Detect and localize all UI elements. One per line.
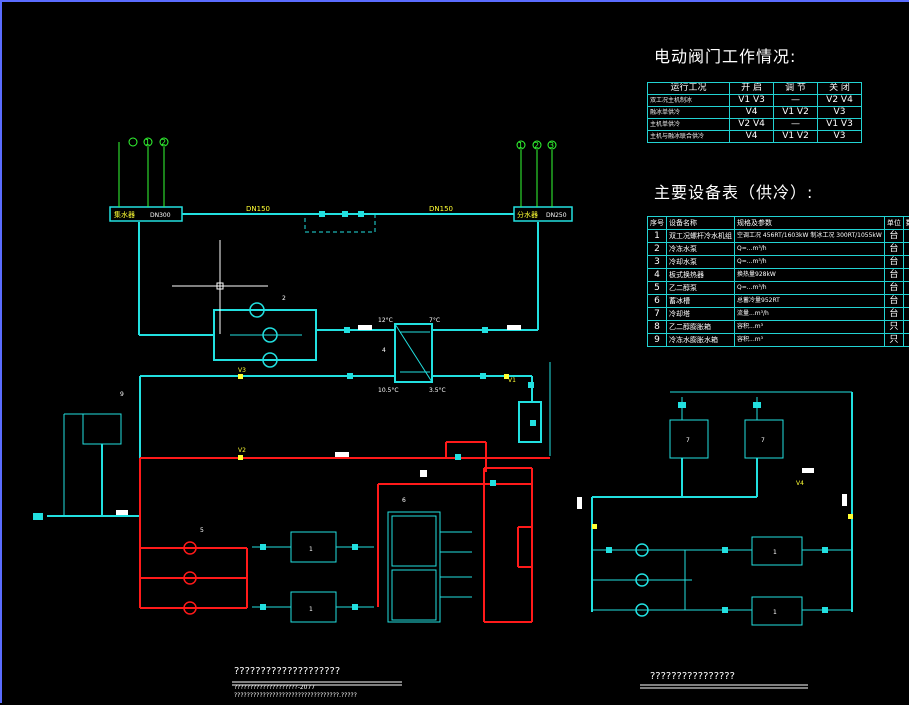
table-row: 主机与融冰联合供冷 V4 V1 V2 V3: [648, 131, 862, 143]
header-cell: 开 启: [730, 83, 774, 95]
header-cell: 关 闭: [818, 83, 862, 95]
ice-tank-2: [392, 570, 436, 620]
chiller-3-tag: 1: [773, 549, 777, 556]
distributor-label: 分水器: [517, 210, 538, 219]
table-row: 双工况主机制冰 V1 V3 — V2 V4: [648, 95, 862, 107]
glycol-pump-tag: 5: [200, 527, 204, 534]
pump-tag: 2: [282, 295, 286, 302]
collector-label: 集水器: [114, 210, 135, 219]
header-cell: 运行工况: [648, 83, 730, 95]
circuit-1-right: 1: [518, 141, 523, 150]
temp-return-label: 7°C: [429, 317, 440, 324]
circuit-3-right: 3: [549, 141, 554, 150]
valve-status-table: 运行工况 开 启 调 节 关 闭 双工况主机制冰 V1 V3 — V2 V4 融…: [647, 82, 862, 143]
expansion-tank: [83, 414, 121, 444]
ice-storage-tank-group: [388, 512, 440, 622]
main-pipe-left-label: DN150: [246, 205, 270, 213]
table-row: 4板式换热器换热量928kW台1: [648, 269, 909, 282]
valve-status-title: 电动阀门工作情况:: [654, 43, 796, 67]
v3-label: V3: [238, 367, 246, 374]
left-note-sub: ????????????????????-2077: [234, 684, 315, 691]
chiller-1: [291, 532, 336, 562]
hx-tag: 4: [382, 347, 386, 354]
table-header-row: 运行工况 开 启 调 节 关 闭: [648, 83, 862, 95]
v4-label: V4: [796, 480, 804, 487]
chiller-4: [752, 597, 802, 625]
temp-glycol-in-label: 10.5°C: [378, 387, 399, 394]
circuit-1-left: 1: [145, 138, 150, 147]
chiller-2: [291, 592, 336, 622]
distributor-size-label: DN250: [546, 212, 567, 219]
equipment-table-title: 主要设备表（供冷）:: [654, 179, 813, 203]
tower-1-tag: 7: [686, 437, 690, 444]
temp-glycol-out-label: 3.5°C: [429, 387, 446, 394]
left-note-sub2: ?????????????????????????????????.?????: [234, 692, 357, 699]
right-note-title: ????????????????: [650, 671, 735, 682]
v1-label: V1: [508, 377, 516, 384]
tank-tag: 6: [402, 497, 406, 504]
ice-tank-1: [392, 516, 436, 566]
expansion-tag: 9: [120, 391, 124, 398]
circuit-2-left: 2: [161, 138, 166, 147]
v2-label: V2: [238, 447, 246, 454]
chiller-4-tag: 1: [773, 609, 777, 616]
table-header-row: 序号 设备名称 规格及参数 单位 数量 备 注: [648, 217, 909, 230]
tower-2-tag: 7: [761, 437, 765, 444]
collector-size-label: DN300: [150, 212, 171, 219]
main-pipe-right-label: DN150: [429, 205, 453, 213]
table-row: 融冰单供冷 V4 V1 V2 V3: [648, 107, 862, 119]
temp-supply-label: 12°C: [378, 317, 393, 324]
table-row: 6蓄冰槽总蓄冷量952RT台2: [648, 295, 909, 308]
circuit-2-right: 2: [534, 141, 539, 150]
header-cell: 调 节: [774, 83, 818, 95]
chiller-3: [752, 537, 802, 565]
chiller-1-tag: 1: [309, 546, 313, 553]
chiller-2-tag: 1: [309, 606, 313, 613]
table-row: 主机单供冷 V2 V4 — V1 V3: [648, 119, 862, 131]
left-note-title: ????????????????????: [234, 666, 340, 677]
